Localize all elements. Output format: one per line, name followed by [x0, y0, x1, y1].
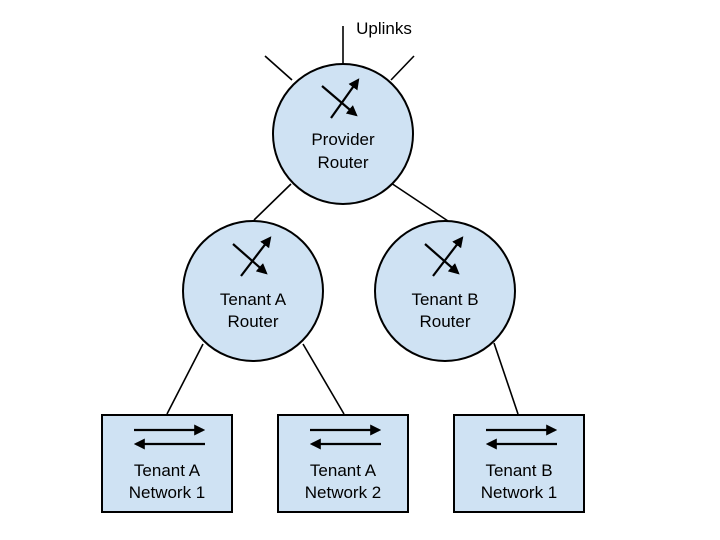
tenant-a-router[interactable]: Tenant A Router [182, 220, 324, 362]
tenant-b-network-1[interactable]: Tenant B Network 1 [453, 414, 585, 513]
switch-icon [485, 424, 558, 450]
tenant-b-router-label-line1: Tenant B [411, 290, 478, 309]
tenant-a-network-1[interactable]: Tenant A Network 1 [101, 414, 233, 513]
uplink-line-right [390, 55, 415, 81]
switch-icon [309, 424, 382, 450]
switch-icon [133, 424, 206, 450]
uplinks-label: Uplinks [356, 19, 412, 38]
provider-router[interactable]: Provider Router [272, 63, 414, 205]
link-tenant-a-network-1 [166, 343, 204, 415]
tenant-b-router[interactable]: Tenant B Router [374, 220, 516, 362]
tenant-b-network-1-label-line2: Network 1 [481, 483, 558, 502]
link-provider-tenant-a [253, 183, 292, 221]
tenant-a-network-2-label-line1: Tenant A [310, 461, 377, 480]
tenant-a-network-2[interactable]: Tenant A Network 2 [277, 414, 409, 513]
link-tenant-b-network-1 [493, 342, 519, 415]
uplink-line-left [264, 55, 293, 81]
link-provider-tenant-b [390, 182, 449, 222]
router-icon [424, 236, 464, 277]
tenant-a-network-2-label-line2: Network 2 [305, 483, 382, 502]
link-tenant-a-network-2 [302, 343, 345, 415]
provider-router-label-line2: Router [317, 153, 368, 172]
tenant-b-router-label-line2: Router [419, 312, 470, 331]
router-icon [232, 236, 272, 277]
provider-router-label-line1: Provider [311, 130, 375, 149]
tenant-b-network-1-label-line1: Tenant B [485, 461, 552, 480]
connections [166, 26, 519, 415]
router-icon [321, 78, 360, 119]
tenant-a-router-label-line1: Tenant A [220, 290, 287, 309]
tenant-a-network-1-label-line2: Network 1 [129, 483, 206, 502]
tenant-a-network-1-label-line1: Tenant A [134, 461, 201, 480]
tenant-a-router-label-line2: Router [227, 312, 278, 331]
